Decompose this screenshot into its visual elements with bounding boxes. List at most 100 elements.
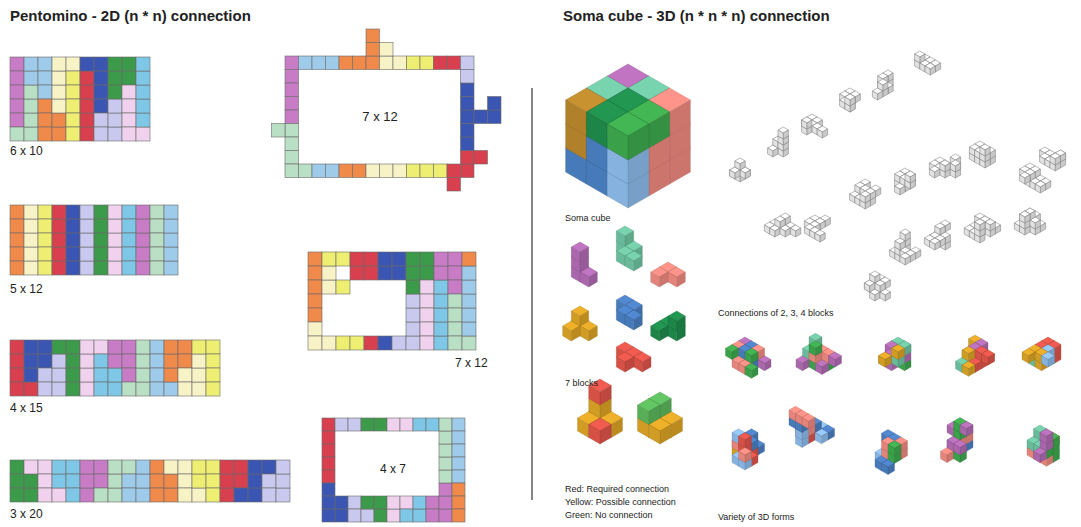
cube-face [807, 120, 812, 129]
pentomino-cell [136, 261, 150, 275]
pentomino-cell [406, 252, 420, 266]
pentomino-cell [420, 56, 434, 70]
pentomino-cell [192, 488, 206, 502]
cube-face [870, 292, 875, 301]
pentomino-cell [136, 113, 150, 127]
pentomino-cell [462, 280, 476, 294]
legend-note: Red: Required connection [565, 484, 669, 494]
cube-face [1030, 172, 1035, 181]
pentomino-cell [361, 509, 374, 522]
cube-face [735, 161, 740, 170]
pentomino-cell [462, 266, 476, 280]
assembled-form [732, 429, 765, 470]
pentomino-cell [94, 233, 108, 247]
pentomino-cell [108, 205, 122, 219]
cube-face [726, 348, 733, 359]
cube-face [865, 194, 870, 203]
pentomino-cell [108, 382, 122, 396]
cube-face [1030, 220, 1035, 229]
cube-face [822, 129, 827, 138]
cube-face [1030, 181, 1035, 190]
pentomino-cell [150, 460, 164, 474]
cube-face [1035, 169, 1040, 178]
pentomino-cell [178, 460, 192, 474]
pentomino-cell [136, 71, 150, 85]
pentomino-cell [38, 488, 52, 502]
pentomino-cell [413, 418, 426, 431]
pentomino-cell [434, 322, 448, 336]
pentomino-cell [150, 205, 164, 219]
pentomino-cell [462, 294, 476, 308]
cube-face [935, 169, 940, 178]
pentomino-cell [52, 85, 66, 99]
pentomino-cell [206, 488, 220, 502]
pentomino-cell [52, 460, 66, 474]
soma-piece [616, 342, 651, 372]
cube-face [586, 112, 607, 148]
cube-face [785, 216, 790, 225]
cube-face [796, 360, 803, 371]
pentomino-cell [452, 509, 465, 522]
cube-face [870, 274, 875, 283]
pentomino-cell [439, 483, 452, 496]
pentomino-cell [299, 56, 313, 70]
cube-face [745, 352, 752, 363]
pentomino-cell [66, 113, 80, 127]
cube-face [659, 272, 668, 287]
cube-face [810, 230, 815, 239]
pentomino-cell [248, 460, 262, 474]
pentomino-cell [80, 382, 94, 396]
pentomino-cell [206, 340, 220, 354]
cube-face [975, 150, 980, 159]
cube-face [600, 386, 611, 406]
pentomino-cell [474, 151, 488, 165]
cube-face [864, 283, 869, 292]
pentomino-cell [38, 71, 52, 85]
pentomino-cell [335, 496, 348, 509]
pentomino-cell [38, 247, 52, 261]
pentomino-cell [108, 368, 122, 382]
pentomino-cell [378, 336, 392, 350]
pentomino-cell [461, 164, 475, 178]
cube-face [789, 410, 796, 421]
cube-face [870, 283, 875, 292]
cube-face [775, 219, 780, 228]
pentomino-cell [164, 340, 178, 354]
cube-face [815, 433, 822, 444]
cube-face [607, 124, 628, 160]
pentomino-cell [272, 124, 286, 138]
pentomino-cell [366, 29, 380, 43]
pentomino-cell [10, 233, 24, 247]
cube-face [888, 445, 895, 456]
cube-face [1045, 159, 1050, 168]
cube-face [752, 455, 759, 466]
pentomino-cell [80, 354, 94, 368]
pentomino-cell [108, 488, 122, 502]
pentomino-cell [94, 99, 108, 113]
pentomino-cell [10, 127, 24, 141]
pentomino-cell [366, 56, 380, 70]
cube-face [616, 310, 625, 325]
pentomino-cell [448, 252, 462, 266]
cube-face [895, 445, 902, 456]
pentomino-cell [322, 431, 335, 444]
pentomino-cell [378, 252, 392, 266]
pentomino-cell [285, 70, 299, 84]
cube-face [809, 345, 816, 356]
cube-face [870, 191, 875, 200]
cube-face [822, 433, 829, 444]
pentomino-cell [461, 97, 475, 111]
pentomino-cell [380, 164, 394, 178]
pentomino-cell [462, 252, 476, 266]
cube-face [879, 356, 886, 367]
cube-face [929, 169, 934, 178]
cube-face [1046, 181, 1051, 190]
cube-face [616, 357, 625, 372]
cube-face [758, 444, 765, 455]
pentomino-cell [220, 488, 234, 502]
pentomino-cell [434, 252, 448, 266]
pentomino-cell [206, 382, 220, 396]
pentomino-cell [94, 127, 108, 141]
cube-face [985, 222, 990, 231]
soma-piece [563, 306, 598, 341]
